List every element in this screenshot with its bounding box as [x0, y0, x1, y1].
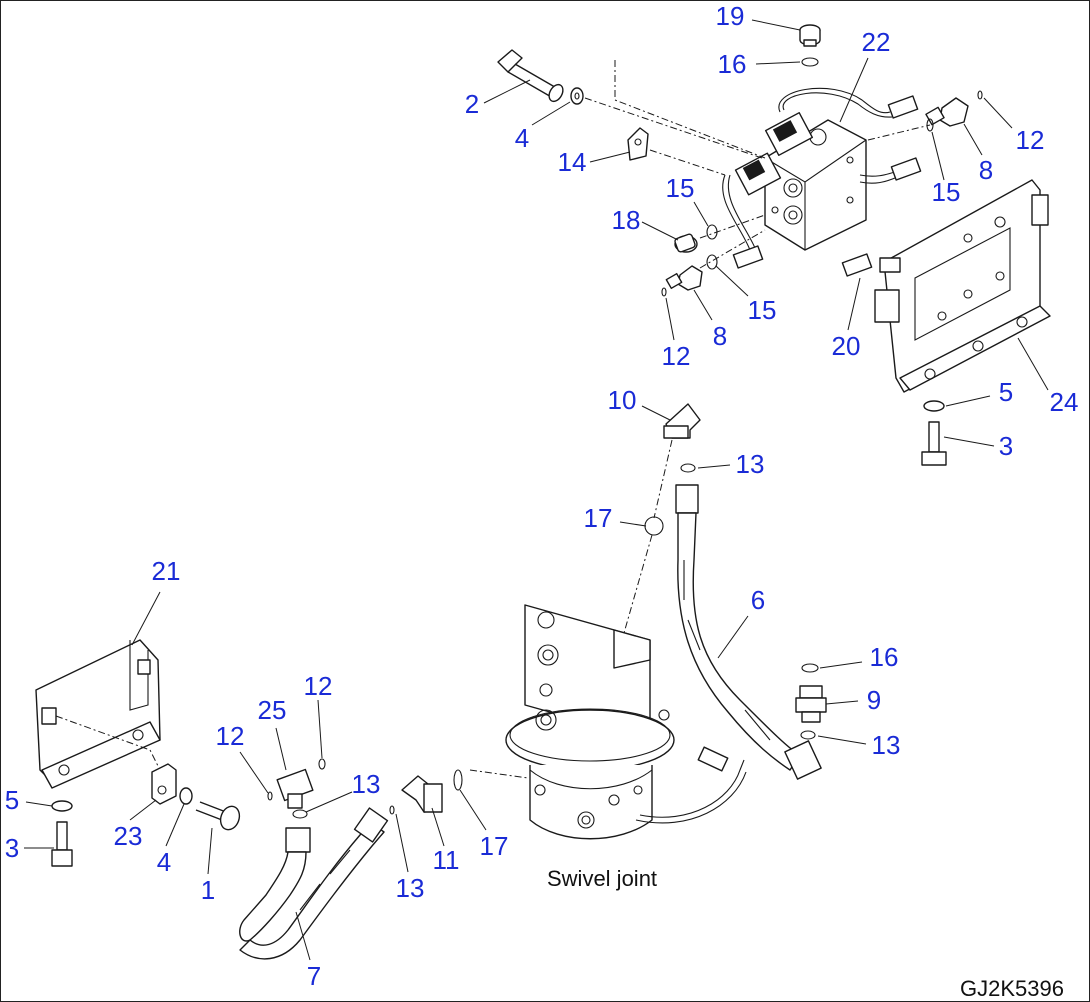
callout-3-right: 3 — [998, 431, 1014, 461]
callout-5-left: 5 — [4, 785, 20, 815]
connector-9 — [795, 685, 827, 723]
connector-8-left — [665, 265, 703, 291]
o-ring-16-top — [801, 57, 819, 67]
callout-8-left: 8 — [712, 321, 728, 351]
mounting-plate-24 — [874, 179, 1051, 393]
callout-17-left: 17 — [479, 831, 509, 861]
callout-16-mid: 16 — [869, 642, 899, 672]
callout-20: 20 — [831, 331, 861, 361]
callout-15-a: 15 — [665, 173, 695, 203]
swivel-joint-caption: Swivel joint — [547, 866, 658, 891]
callout-13-left: 13 — [351, 769, 381, 799]
callout-24: 24 — [1049, 387, 1079, 417]
callout-12-right: 12 — [1015, 125, 1045, 155]
connector-8-right — [925, 97, 969, 127]
callout-7: 7 — [306, 961, 322, 991]
bolt-3-left — [51, 821, 73, 867]
washer-4-top — [570, 87, 584, 105]
callout-5-right: 5 — [998, 377, 1014, 407]
callout-15-right: 15 — [931, 177, 961, 207]
fitting-25 — [276, 768, 314, 809]
o-ring-13-mid — [680, 463, 696, 473]
callout-2: 2 — [464, 89, 480, 119]
washer-5-right — [923, 400, 945, 412]
bracket-14 — [627, 127, 649, 161]
leader-lines — [24, 19, 1049, 961]
o-ring-13-right — [800, 730, 816, 740]
callout-18: 18 — [611, 205, 641, 235]
drawing-code: GJ2K5396 — [960, 976, 1064, 1001]
callout-14: 14 — [557, 147, 587, 177]
o-ring-13-lower — [389, 805, 395, 815]
callout-1: 1 — [200, 875, 216, 905]
callout-25: 25 — [257, 695, 287, 725]
callout-4-top: 4 — [514, 123, 530, 153]
o-ring-16-mid — [801, 663, 819, 673]
swivel-joint — [505, 604, 747, 840]
callout-19: 19 — [715, 1, 745, 31]
o-ring-15-right — [926, 118, 934, 132]
bolt-2 — [497, 49, 564, 103]
o-ring-15-b — [706, 254, 718, 270]
bolt-1 — [195, 801, 241, 831]
callout-12-left: 12 — [661, 341, 691, 371]
callout-12-left-a: 12 — [215, 721, 245, 751]
bolt-3-right — [921, 421, 947, 466]
o-ring-17-left — [453, 769, 463, 791]
hose-6 — [675, 484, 822, 780]
callout-10: 10 — [607, 385, 637, 415]
connector-20 — [841, 253, 873, 277]
callout-15-b: 15 — [747, 295, 777, 325]
plug-18 — [674, 233, 698, 253]
callout-17-mid: 17 — [583, 503, 613, 533]
nut-23 — [151, 763, 177, 805]
callout-8-right: 8 — [978, 155, 994, 185]
callout-16-top: 16 — [717, 49, 747, 79]
o-ring-13-left — [292, 809, 308, 819]
callout-13-mid: 13 — [735, 449, 765, 479]
o-ring-12-right — [977, 90, 983, 100]
callout-23: 23 — [113, 821, 143, 851]
callout-22: 22 — [861, 27, 891, 57]
callout-11: 11 — [432, 845, 460, 875]
callout-4-left: 4 — [156, 847, 172, 877]
callout-13-lower: 13 — [395, 873, 425, 903]
o-ring-17-mid — [644, 516, 664, 536]
washer-5-left — [51, 800, 73, 812]
o-ring-12-left — [661, 287, 667, 297]
callout-21: 21 — [151, 556, 181, 586]
callout-9: 9 — [866, 685, 882, 715]
callout-13-right: 13 — [871, 730, 901, 760]
solenoid-valve-block — [722, 87, 922, 269]
o-ring-12-left-a — [267, 791, 273, 801]
elbow-11 — [401, 775, 443, 813]
callout-6: 6 — [750, 585, 766, 615]
washer-4-left — [179, 787, 193, 805]
bracket-21 — [35, 639, 161, 789]
plug-19 — [799, 24, 821, 47]
elbow-10 — [663, 403, 701, 439]
callout-12-left-b: 12 — [303, 671, 333, 701]
o-ring-12-left-b — [318, 758, 326, 770]
callout-3-left: 3 — [4, 833, 20, 863]
hose-7 — [239, 807, 389, 960]
